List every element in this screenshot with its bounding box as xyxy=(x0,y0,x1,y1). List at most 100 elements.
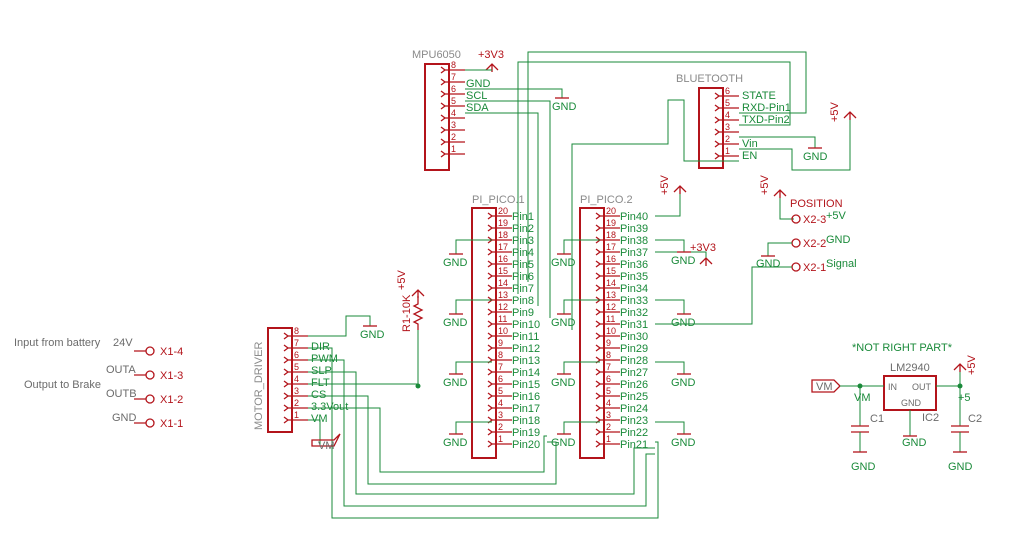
pin-arrow-icon xyxy=(714,128,721,136)
wire xyxy=(308,315,371,337)
pin-number: 18 xyxy=(606,230,616,240)
pin-arrow-icon xyxy=(487,428,494,436)
pin-arrow-icon xyxy=(714,140,721,148)
pico2-5v-label: +5V xyxy=(659,174,671,195)
pin-label: Pin40 xyxy=(620,211,648,223)
connector-icon xyxy=(791,214,801,224)
wire xyxy=(455,299,492,314)
resistor-power-label: +5V xyxy=(396,269,408,290)
pin-number: 8 xyxy=(451,60,456,70)
pin-label: Pin17 xyxy=(512,403,540,415)
mpu-net-scl: SCL xyxy=(466,90,487,102)
pin-number: 4 xyxy=(451,108,456,118)
pin-label: Pin9 xyxy=(512,307,534,319)
pin-number: 7 xyxy=(294,338,299,348)
pin-arrow-icon xyxy=(283,332,290,340)
pin-arrow-icon xyxy=(595,368,602,376)
motor-net-3v3out: 3.3Vout xyxy=(311,401,348,413)
pin-number: 3 xyxy=(606,410,611,420)
pico2-3v3-label: +3V3 xyxy=(690,242,716,254)
bluetooth-nets: STATE RXD-Pin1 TXD-Pin2 Vin EN GND +5V xyxy=(517,51,857,330)
pin-arrow-icon xyxy=(714,116,721,124)
c2-gnd-label: GND xyxy=(948,461,973,473)
motor-driver-part: MOTOR_DRIVER xyxy=(253,327,293,433)
pin-label: Pin1 xyxy=(512,211,534,223)
power-arrow-icon xyxy=(411,289,425,298)
pin-number: 6 xyxy=(606,374,611,384)
pin-number: 3 xyxy=(451,120,456,130)
pin-number: 7 xyxy=(606,362,611,372)
pin-arrow-icon xyxy=(595,320,602,328)
pin-arrow-icon xyxy=(283,404,290,412)
wire xyxy=(308,419,321,446)
pin-number: 4 xyxy=(725,110,730,120)
pin-arrow-icon xyxy=(714,152,721,160)
wire xyxy=(563,239,600,254)
pin-label: Pin26 xyxy=(620,379,648,391)
resistor-icon xyxy=(412,296,424,330)
pin-number: 6 xyxy=(498,374,503,384)
pico2-power: +5V +3V3 xyxy=(655,174,716,266)
motor-net-cs: CS xyxy=(311,389,326,401)
position-net-signal: Signal xyxy=(826,258,857,270)
position-power-label: +5V xyxy=(759,174,771,195)
pin-number: 4 xyxy=(498,398,503,408)
pin-number: 5 xyxy=(725,98,730,108)
pin-arrow-icon xyxy=(487,320,494,328)
pin-number: 5 xyxy=(294,362,299,372)
pin-number: 10 xyxy=(606,326,616,336)
position-x2-1: X2-1 xyxy=(803,262,826,274)
pin-label: Pin6 xyxy=(512,271,534,283)
pin-number: 4 xyxy=(294,374,299,384)
mpu6050-power-label: +3V3 xyxy=(478,49,504,61)
pin-number: 13 xyxy=(606,290,616,300)
vm-tag-icon xyxy=(811,379,841,393)
wire xyxy=(739,136,816,148)
pin-arrow-icon xyxy=(595,248,602,256)
pin-arrow-icon xyxy=(487,344,494,352)
pin-number: 5 xyxy=(451,96,456,106)
gnd-label: GND xyxy=(551,377,576,389)
motor-net-slp: SLP xyxy=(311,365,332,377)
motor-driver-body xyxy=(267,327,293,433)
gnd-label: GND xyxy=(671,437,696,449)
pin-label: Pin39 xyxy=(620,223,648,235)
gnd-label: GND xyxy=(443,377,468,389)
pin-number: 7 xyxy=(451,72,456,82)
wire xyxy=(527,51,807,282)
mpu6050-part: MPU6050 +3V3 xyxy=(412,49,504,171)
pin-number: 2 xyxy=(725,134,730,144)
pico2-body xyxy=(579,207,605,459)
pico1-title: PI_PICO.1 xyxy=(472,194,525,206)
capacitor-icon xyxy=(851,425,869,433)
position-x2-2: X2-2 xyxy=(803,238,826,250)
battery-x1-1: X1-1 xyxy=(160,418,183,430)
pin-arrow-icon xyxy=(487,308,494,316)
power-arrow-icon xyxy=(699,257,713,266)
wire xyxy=(563,361,600,374)
gnd-label: GND xyxy=(551,317,576,329)
gnd-label: GND xyxy=(671,317,696,329)
c1-label: C1 xyxy=(870,413,884,425)
regulator-net-plus5: +5 xyxy=(958,392,971,404)
wire xyxy=(767,242,792,256)
wire xyxy=(517,61,791,294)
bluetooth-body xyxy=(698,87,724,169)
pin-number: 19 xyxy=(498,218,508,228)
wire xyxy=(779,196,794,220)
wire xyxy=(308,371,655,495)
motor-net-vm: VM xyxy=(311,413,328,425)
pin-number: 6 xyxy=(294,350,299,360)
pin-label: Pin7 xyxy=(512,283,534,295)
pin-arrow-icon xyxy=(487,368,494,376)
connector-lead xyxy=(134,350,146,424)
vm-tag-icon xyxy=(311,433,341,447)
pico2-part: PI_PICO.2 xyxy=(579,194,633,459)
mpu-net-gnd: GND xyxy=(466,78,491,90)
pin-arrow-icon xyxy=(487,272,494,280)
pin-arrow-icon xyxy=(440,114,447,122)
pin-number: 5 xyxy=(498,386,503,396)
